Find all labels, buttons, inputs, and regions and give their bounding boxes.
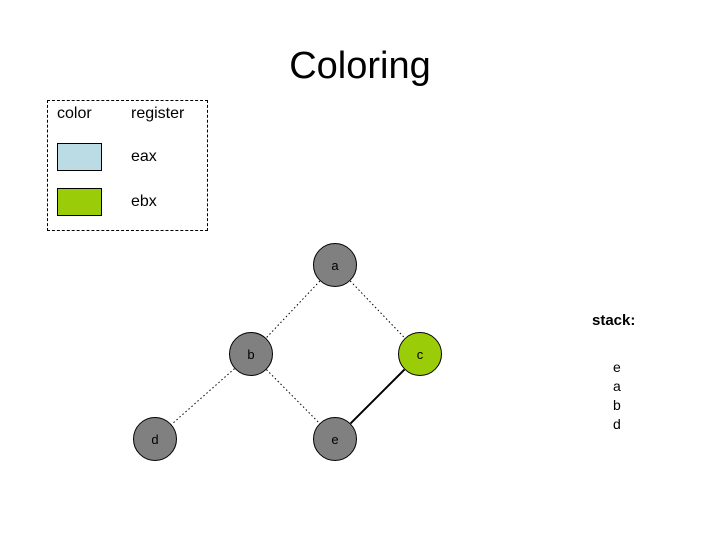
- legend-swatch-eax: [57, 143, 102, 171]
- graph-node-b-label: b: [247, 346, 255, 362]
- graph-node-a[interactable]: a: [313, 243, 357, 287]
- graph-node-a-label: a: [331, 257, 339, 273]
- graph-node-d[interactable]: d: [133, 417, 177, 461]
- page-title: Coloring: [289, 45, 431, 87]
- color-register-legend: color register eax ebx: [47, 100, 208, 231]
- graph-node-c-label: c: [416, 346, 424, 362]
- graph-edge-b-d: [171, 368, 235, 425]
- stack-title: stack:: [592, 312, 636, 329]
- legend-label-eax: eax: [131, 148, 157, 165]
- graph-edge-a-b: [265, 280, 321, 339]
- graph-node-b[interactable]: b: [229, 332, 273, 376]
- legend-header-color: color: [57, 105, 92, 122]
- graph-edge-a-c: [349, 280, 406, 339]
- legend-header-register: register: [131, 105, 185, 122]
- stack-item: b: [613, 397, 621, 413]
- stack-item: a: [613, 378, 621, 394]
- stack-item: d: [613, 416, 621, 432]
- legend-label-ebx: ebx: [131, 193, 157, 210]
- graph-edge-c-e: [349, 368, 406, 425]
- stack-item: e: [613, 359, 621, 375]
- graph-node-e-label: e: [331, 431, 339, 447]
- graph-node-e[interactable]: e: [313, 417, 357, 461]
- graph-edge-b-e: [266, 369, 320, 424]
- graph-node-c[interactable]: c: [398, 332, 442, 376]
- stack-list: e a b d: [613, 358, 621, 434]
- graph-node-d-label: d: [151, 431, 159, 447]
- legend-swatch-ebx: [57, 188, 102, 216]
